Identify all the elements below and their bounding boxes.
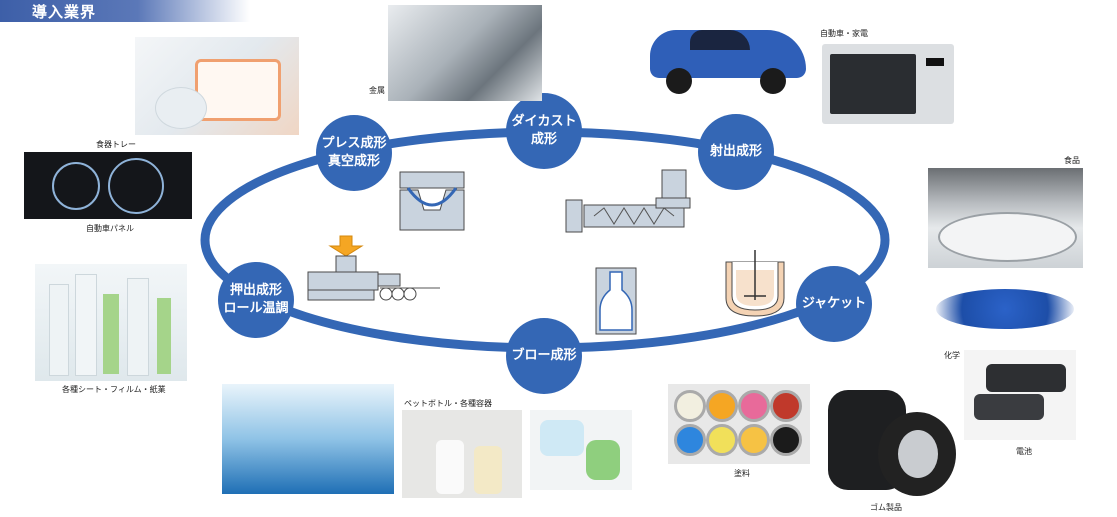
- node-die-cast-label: ダイカスト 成形: [511, 114, 577, 147]
- battery-photo: [964, 350, 1076, 440]
- node-injection-molding: 射出成形: [698, 114, 774, 190]
- jacket-vessel-schematic: [725, 250, 785, 317]
- node-blow-molding: ブロー成形: [506, 318, 582, 394]
- auto-panel-photo: [24, 152, 192, 219]
- label-metal: 金属: [369, 86, 385, 95]
- paint-cans-photo: [668, 384, 810, 464]
- metal-parts-photo: [388, 5, 542, 101]
- node-die-cast: ダイカスト 成形: [506, 93, 582, 169]
- label-chemical: 化学: [944, 351, 960, 360]
- label-rubber: ゴム製品: [870, 503, 902, 512]
- press-mold-schematic: [399, 171, 465, 231]
- label-food-tray: 食器トレー: [96, 140, 136, 149]
- label-auto-panel: 自動車パネル: [86, 224, 134, 233]
- container-bottles-photo: [530, 410, 632, 490]
- label-auto-appliance: 自動車・家電: [820, 29, 868, 38]
- node-jacket: ジャケット: [796, 266, 872, 342]
- label-battery: 電池: [1016, 447, 1032, 456]
- extrusion-schematic: [307, 235, 440, 301]
- tires-photo: [826, 384, 958, 500]
- label-paint: 塗料: [734, 469, 750, 478]
- microwave-photo: [822, 44, 954, 124]
- node-press-label: プレス成形 真空成形: [321, 136, 387, 169]
- label-sheets-films: 各種シート・フィルム・紙業: [62, 385, 166, 394]
- sheets-films-photo: [35, 264, 187, 381]
- injection-schematic: [565, 169, 691, 233]
- node-extrusion-roll: 押出成形 ロール温調: [218, 262, 294, 338]
- label-food: 食品: [1064, 156, 1080, 165]
- node-press-vacuum-forming: プレス成形 真空成形: [316, 115, 392, 191]
- node-blow-label: ブロー成形: [511, 348, 577, 363]
- section-header: 導入業界: [0, 0, 250, 22]
- car-photo: [640, 8, 812, 98]
- chemical-pellets-photo: [930, 275, 1080, 335]
- node-injection-label: 射出成形: [709, 144, 762, 159]
- water-bottles-photo: [222, 384, 394, 494]
- node-extrusion-label: 押出成形 ロール温調: [223, 283, 289, 316]
- label-pet-bottles: ペットボトル・各種容器: [404, 399, 492, 408]
- blow-mold-schematic: [595, 267, 637, 335]
- food-tray-photo: [135, 37, 299, 135]
- food-mixer-photo: [928, 168, 1083, 268]
- dispenser-bottles-photo: [402, 410, 522, 498]
- section-title: 導入業界: [32, 3, 97, 21]
- node-jacket-label: ジャケット: [801, 296, 867, 311]
